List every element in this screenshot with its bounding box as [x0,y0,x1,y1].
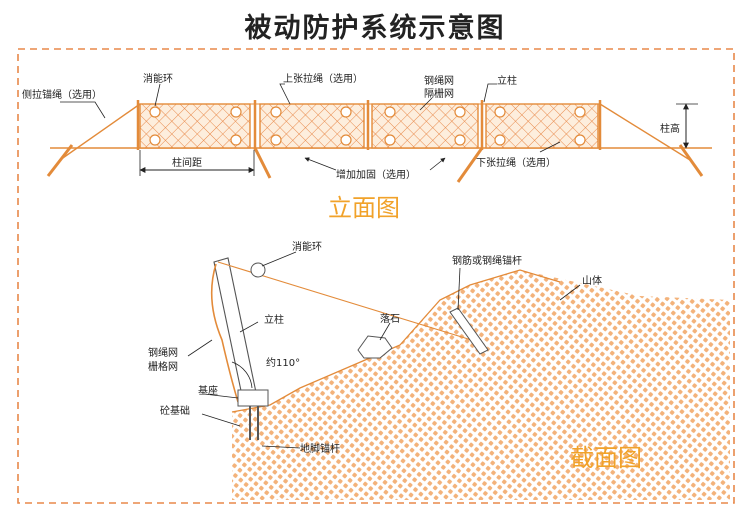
energy-ring [149,134,161,146]
energy-ring [230,134,242,146]
energy-ring [574,106,586,118]
energy-ring [494,106,506,118]
label-base: 基座 [198,384,218,397]
label-post: 立柱 [497,74,517,87]
anchor-left [46,144,74,177]
energy-ring [384,134,396,146]
leader-wire-net [419,97,433,111]
side-anchor-rope-left [59,103,141,161]
side-anchor-rope-right [599,103,691,161]
label-ground-anchor: 地脚锚杆 [300,442,340,455]
label-wire-rope-net: 钢绳网 [424,74,454,87]
section-net [210,263,239,403]
label-energy-ring: 消能环 [143,72,173,85]
reinforce-anchor-2 [456,147,484,183]
leader-foundation [201,413,241,427]
energy-ring [454,134,466,146]
leader-sec-net [187,339,213,357]
slope-surface [231,269,561,413]
leader-base [203,393,239,399]
leader-lower-rope [539,141,561,153]
energy-ring [384,106,396,118]
dashed-border [17,48,735,504]
label-anchor-bar: 钢筋或钢绳锚杆 [452,254,522,267]
slope-anchor-rod [449,307,489,355]
label-sec-wire-net: 钢绳网 [148,346,178,359]
leader-rock [379,322,391,341]
anchor-right [678,144,704,177]
elevation-view: 侧拉锚绳（选用） 消能环 上张拉绳（选用） 钢绳网 隔栅网 立柱 柱高 柱间距 … [22,72,712,222]
label-upper-rope: 上张拉绳（选用） [283,72,363,85]
energy-ring [574,134,586,146]
label-lower-rope: 下张拉绳（选用） [476,156,556,169]
leader-energy-ring [154,83,161,107]
section-energy-ring [250,262,266,278]
page-title: 被动防护系统示意图 [244,13,506,44]
mountain-body [232,270,730,500]
label-sec-post: 立柱 [264,313,284,326]
reinforce-anchor-1 [253,147,272,179]
leader-sec-energy-ring [261,251,297,267]
energy-ring [149,106,161,118]
energy-ring [494,134,506,146]
leader-mountain [559,284,581,301]
energy-ring [454,106,466,118]
label-post-spacing: 柱间距 [172,156,202,169]
label-post-height: 柱高 [660,122,680,135]
label-sec-energy-ring: 消能环 [292,240,322,253]
leader-sec-anchor [457,267,461,311]
label-reinforcement: 增加加固（选用） [336,168,416,181]
label-concrete-foundation: 砼基础 [160,404,190,417]
energy-ring [230,106,242,118]
elevation-view-title: 立面图 [328,194,400,222]
label-angle: 约110° [266,356,300,369]
section-base [237,389,269,407]
falling-rock [357,335,393,359]
label-mountain: 山体 [582,275,602,287]
label-grid-net: 栅格网 [148,360,178,373]
leader-reinforce-right [429,157,446,171]
leader-upper-rope [279,83,291,105]
label-isolation-net: 隔栅网 [424,87,454,100]
leader-ground-anchor [261,445,301,449]
leader-sec-post [239,321,259,333]
angle-arc [231,361,253,389]
section-view: 消能环 钢筋或钢绳锚杆 山体 立柱 落石 钢绳网 栅格网 约110° 基座 砼基… [148,240,730,500]
leader-side-anchor [60,101,106,119]
label-side-anchor-rope: 侧拉锚绳（选用） [22,88,102,101]
energy-ring [340,134,352,146]
energy-ring [340,106,352,118]
leader-post [483,83,497,103]
energy-ring [270,106,282,118]
leader-reinforce-left [304,157,337,171]
energy-ring [270,134,282,146]
section-view-title: 截面图 [570,444,642,472]
label-falling-rock: 落石 [380,313,400,325]
